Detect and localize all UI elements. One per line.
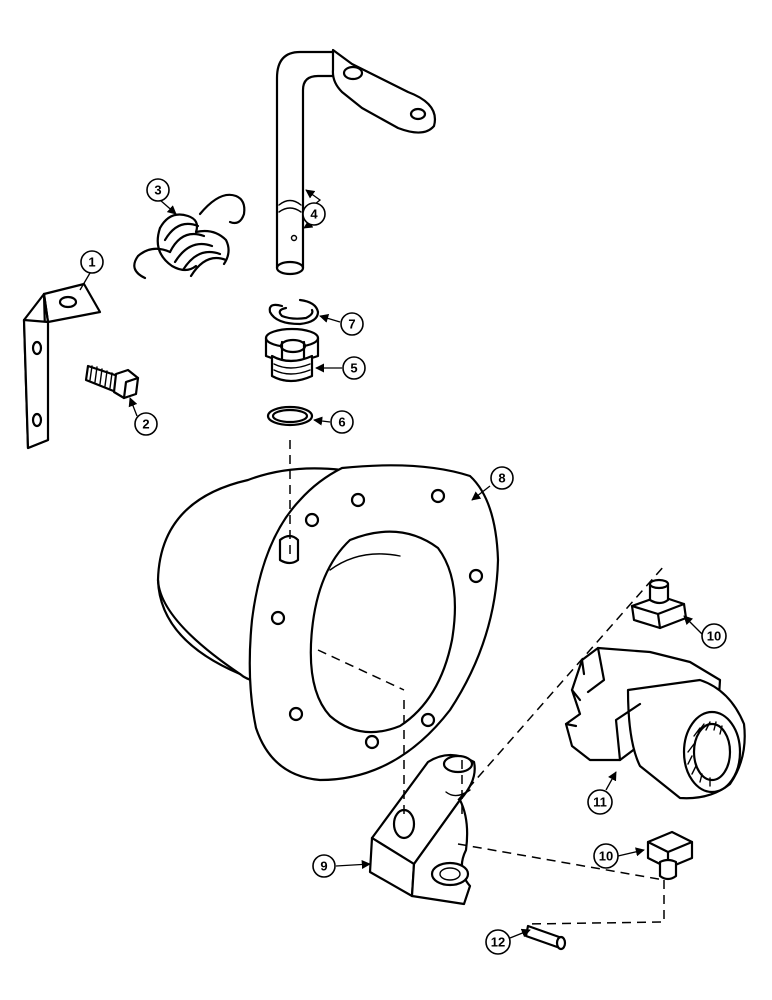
alignment-lines [289,440,665,925]
part-clamp [368,753,476,906]
svg-text:8: 8 [498,471,505,486]
part-key-upper [630,578,688,630]
callout-2: 2 [128,397,158,436]
callout-9: 9 [312,854,371,878]
svg-text:1: 1 [88,255,95,270]
callout-7: 7 [319,312,364,336]
part-fitting [264,327,320,383]
callout-5: 5 [315,356,366,380]
part-snap-ring [268,298,320,326]
svg-text:11: 11 [593,795,607,810]
callout-12: 12 [485,928,531,955]
part-housing [156,464,500,782]
svg-text:7: 7 [348,317,355,332]
part-o-ring [266,405,314,427]
part-pin [524,924,567,951]
part-sleeve [564,646,746,800]
part-spring [133,193,246,280]
svg-text:5: 5 [350,361,357,376]
svg-text:3: 3 [154,183,161,198]
callout-10-upper: 10 [683,615,727,649]
callout-4: 4 [302,189,326,229]
svg-text:10: 10 [707,629,721,644]
callout-8: 8 [471,466,514,501]
callout-1: 1 [79,250,104,291]
svg-text:9: 9 [320,859,327,874]
svg-text:4: 4 [310,207,318,222]
callout-11: 11 [587,771,617,815]
svg-text:2: 2 [142,417,149,432]
callout-3: 3 [146,178,177,215]
part-bolt [84,364,140,400]
callout-6: 6 [313,410,354,434]
callout-10-lower: 10 [593,843,645,869]
part-key-lower [646,830,694,881]
svg-text:6: 6 [338,415,345,430]
part-bracket [22,282,102,450]
svg-text:10: 10 [599,849,613,864]
svg-text:12: 12 [491,935,505,950]
part-rod [275,48,437,276]
